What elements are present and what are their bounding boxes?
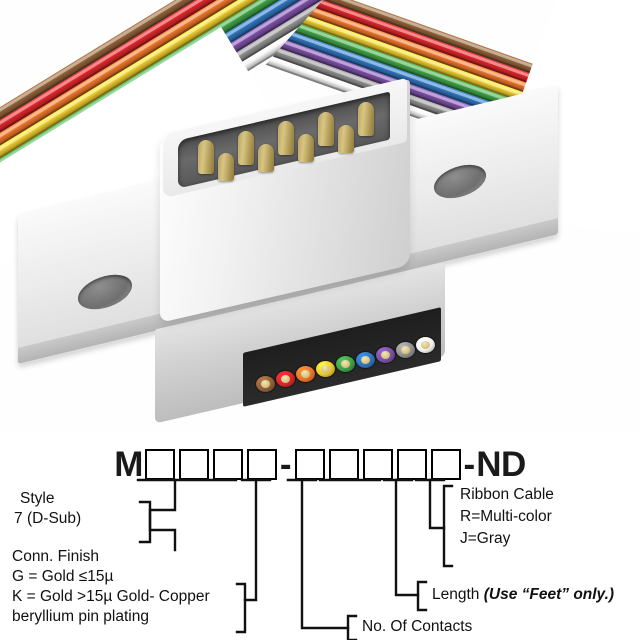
part-number-suffix: ND	[476, 444, 526, 484]
leader-style	[148, 478, 177, 552]
wire-end-orange	[296, 366, 315, 383]
part-number-box-right-5[interactable]	[430, 448, 461, 480]
wire-end-brown	[256, 376, 275, 392]
callout-ribbon-cable-line3: J=Gray	[460, 530, 511, 547]
connector-pin-bottom-1	[218, 153, 234, 181]
leader-ribbon	[428, 478, 446, 530]
part-number-separator: -	[279, 444, 292, 484]
callout-conn-finish-line1: Conn. Finish	[12, 548, 100, 565]
part-number-prefix: M	[114, 444, 143, 484]
connector-pin-top-5	[358, 102, 374, 136]
bracket-ribbon	[442, 484, 454, 568]
leader-length	[394, 478, 420, 597]
bracket-style	[138, 500, 152, 544]
wire-end-red	[276, 371, 295, 388]
part-number-box-left-4[interactable]	[246, 448, 277, 480]
part-number-suffix-dash: -	[463, 444, 476, 484]
bracket-contacts	[346, 614, 358, 640]
wire-end-green	[336, 356, 355, 373]
callout-ribbon-cable-line2: R=Multi-color	[460, 508, 552, 525]
callout-ribbon-cable-line1: Ribbon Cable	[460, 486, 554, 503]
part-number-box-right-2[interactable]	[328, 448, 359, 480]
part-number-box-right-4[interactable]	[396, 448, 427, 480]
part-number-left-boxes	[143, 448, 279, 480]
callout-style-code: 7 (D-Sub)	[14, 510, 81, 528]
connector-pin-top-2	[238, 130, 254, 165]
part-number-breakdown: M - - ND	[0, 432, 640, 640]
connector-pin-bottom-3	[298, 134, 314, 162]
product-photo	[0, 0, 640, 424]
wire-end-violet	[376, 346, 395, 363]
callout-conn-finish-line3: K = Gold >15µ Gold- Copper	[12, 588, 210, 605]
part-number-right-boxes	[293, 448, 463, 480]
callout-length: Length (Use “Feet” only.)	[432, 586, 614, 604]
part-number-box-left-3[interactable]	[212, 448, 243, 480]
part-number-box-left-1[interactable]	[144, 448, 175, 480]
wire-end-white	[416, 336, 435, 353]
ribbon-tip-mask-b	[545, 104, 640, 243]
part-number-box-right-1[interactable]	[294, 448, 325, 480]
callout-length-label: Length	[432, 586, 480, 603]
callout-style-code-prefix: 7	[14, 510, 23, 527]
bracket-conn-finish	[235, 582, 247, 634]
connector-pin-top-4	[318, 111, 334, 146]
wire-end-gray	[396, 341, 415, 358]
connector-pin-bottom-2	[258, 143, 274, 172]
callout-contacts: No. Of Contacts	[362, 618, 473, 635]
part-number-box-left-2[interactable]	[178, 448, 209, 480]
leader-lines	[136, 478, 454, 640]
callout-conn-finish-line2: G = Gold ≤15µ	[12, 568, 114, 585]
wire-end-yellow	[316, 361, 335, 378]
leader-conn-finish	[243, 478, 258, 602]
part-number-string: M - - ND	[0, 444, 640, 484]
callout-style-title: Style	[20, 490, 55, 507]
wire-end-blue	[356, 351, 375, 368]
callout-length-note: (Use “Feet” only.)	[483, 586, 615, 603]
part-number-box-right-3[interactable]	[362, 448, 393, 480]
leader-contacts	[300, 478, 350, 630]
callout-conn-finish-line4: beryllium pin plating	[12, 608, 149, 625]
connector-pin-top-1	[198, 140, 214, 174]
connector-pin-top-3	[278, 121, 294, 155]
connector-pin-bottom-4	[338, 124, 354, 153]
callout-style-code-suffix: (D-Sub)	[26, 510, 82, 527]
bracket-length	[416, 580, 428, 612]
